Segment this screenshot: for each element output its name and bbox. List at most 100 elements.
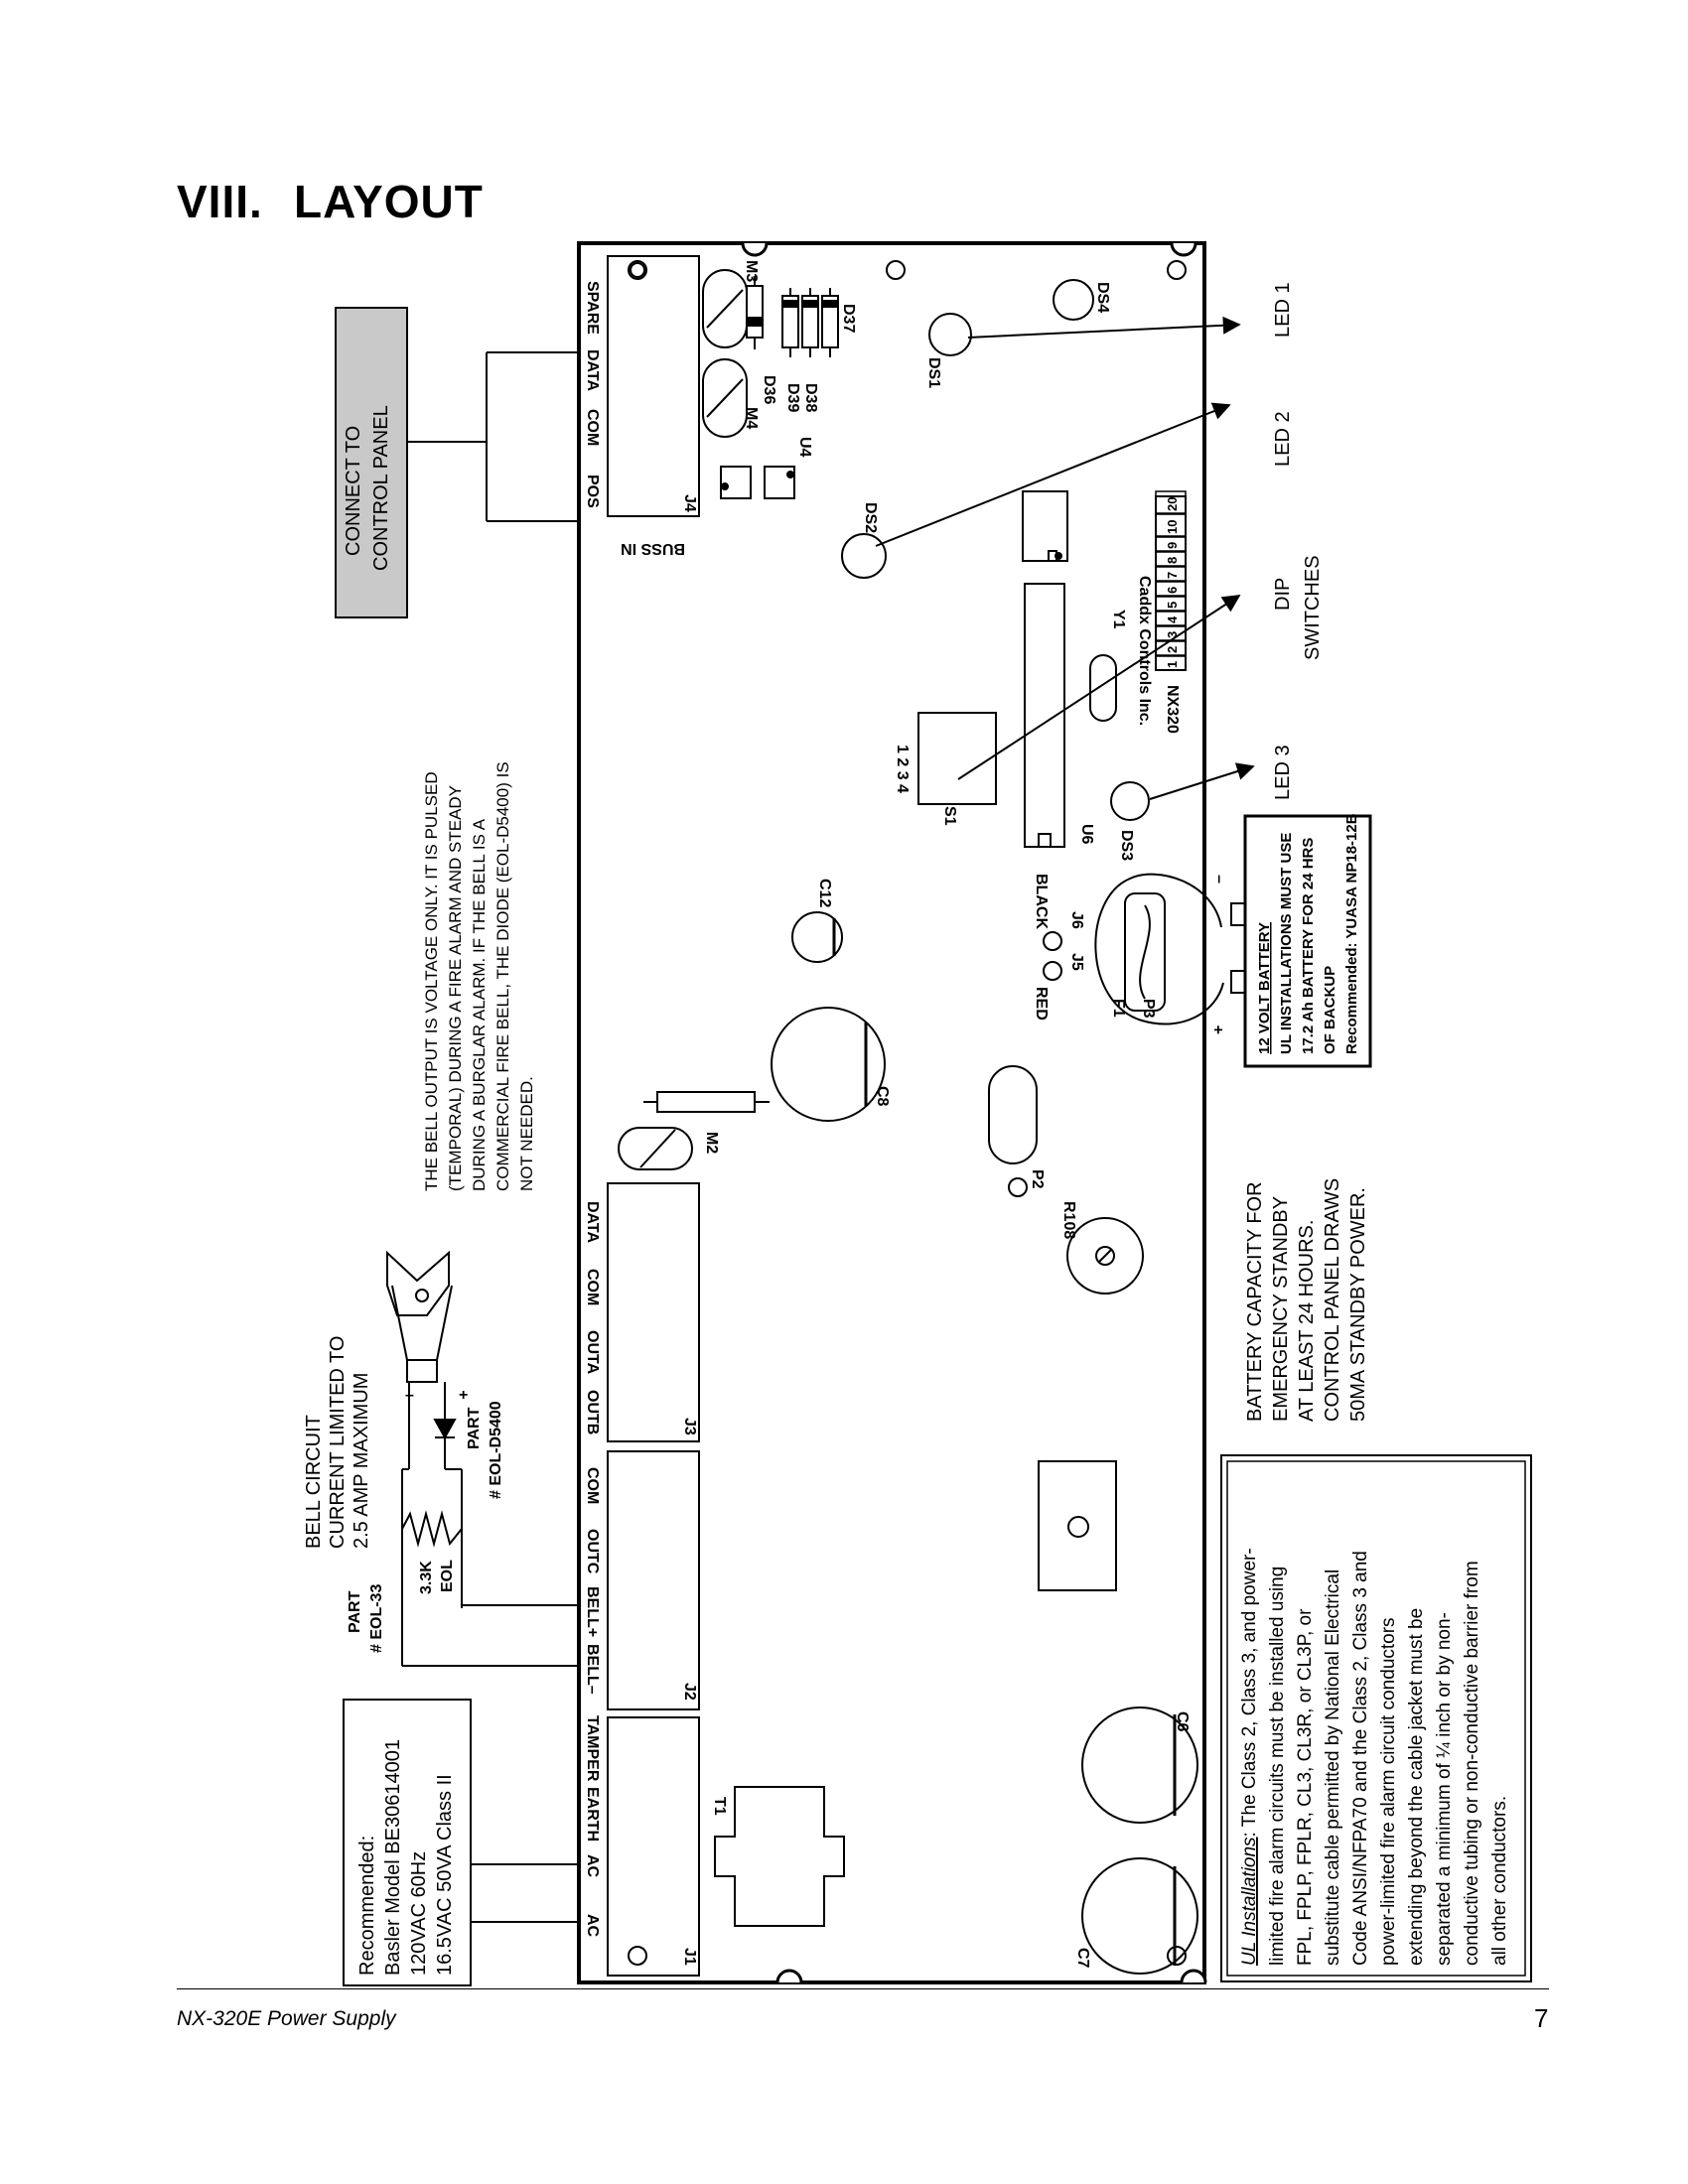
section-number: VIII. (177, 176, 263, 227)
pin-j1-ac2: AC (584, 1914, 601, 1938)
dip-label-line2: SWITCHES (1302, 555, 1324, 660)
recommended-line: 120VAC 60Hz (408, 1851, 430, 1976)
dip-switch-number: 20 (1165, 497, 1180, 511)
board-components (618, 269, 1224, 1975)
dip-switch-cell (1155, 536, 1187, 552)
pin-j2-bell-plus: BELL+ (584, 1586, 601, 1637)
bell-circuit-line: CURRENT LIMITED TO (327, 1336, 349, 1549)
label-p2: P2 (1029, 1169, 1046, 1189)
label-d37: D37 (840, 304, 857, 333)
dip-switch-number: 10 (1165, 520, 1180, 534)
buss-pin-labels: SPARE DATA COM POS BUSS IN J4 (584, 281, 698, 557)
led1-label: LED 1 (1272, 282, 1294, 338)
control-panel-wiring (407, 351, 579, 522)
dip-switch-number: 5 (1165, 602, 1180, 609)
label-m3: M3 (743, 260, 760, 282)
battery-capacity-line: AT LEAST 24 HOURS. (1296, 1220, 1318, 1422)
pin-j3-outa: OUTA (584, 1330, 601, 1375)
bell-note-line: THE BELL OUTPUT IS VOLTAGE ONLY. IT IS P… (422, 771, 441, 1191)
label-ds1: DS1 (925, 357, 942, 388)
part-eol33-line1: PART (347, 1590, 363, 1633)
pin-j2-bell-minus: BELL– (584, 1644, 601, 1695)
battery-box-line: 12 VOLT BATTERY (1256, 922, 1273, 1054)
page-title: VIII. LAYOUT (177, 175, 484, 228)
ul-line: separated a minimum of ¼ inch or by non- (1434, 1612, 1455, 1966)
j2-pin-labels: COM OUTC BELL+ BELL– J2 (584, 1467, 698, 1701)
dip-switch-cell (1155, 490, 1187, 514)
label-s1-pins: 1 2 3 4 (894, 745, 911, 793)
dip-switch-cell (1155, 611, 1187, 626)
label-u4: U4 (796, 437, 813, 458)
battery-capacity-line: BATTERY CAPACITY FOR (1244, 1181, 1266, 1422)
label-black: BLACK (1033, 874, 1050, 929)
bell-note-line: (TEMPORAL) DURING A FIRE ALARM AND STEAD… (446, 785, 465, 1191)
model-label: NX320 (1164, 685, 1181, 734)
battery-box: 12 VOLT BATTERY UL INSTALLATIONS MUST USE… (1230, 813, 1372, 1068)
j1-pin-labels: TAMPER EARTH AC AC J1 (584, 1715, 698, 1966)
label-p3: P3 (1140, 999, 1157, 1019)
led2-label: LED 2 (1272, 411, 1294, 467)
dip-switch-number: 3 (1165, 631, 1180, 638)
pin-pos: POS (584, 475, 601, 508)
recommended-line: Recommended: (356, 1836, 378, 1976)
j4-label: J4 (681, 494, 698, 512)
ac-wiring (471, 1863, 579, 1923)
label-ds4: DS4 (1094, 282, 1111, 313)
footer-doc-title: NX-320E Power Supply (177, 2007, 396, 2030)
bell-note-line: COMMERCIAL FIRE BELL, THE DIODE (EOL-D54… (493, 761, 512, 1191)
ul-line: UL Installations: The Class 2, Class 3, … (1239, 1548, 1260, 1966)
label-f1: F1 (1110, 999, 1127, 1018)
bell-note-line: DURING A BURGLAR ALARM. IF THE BELL IS A (470, 818, 489, 1191)
label-d38: D38 (802, 383, 819, 412)
battery-capacity-line: CONTROL PANEL DRAWS (1322, 1178, 1343, 1422)
pin-spare: SPARE (584, 281, 601, 335)
ul-line: limited fire alarm circuits must be inst… (1267, 1567, 1288, 1966)
dip-switch-cell (1155, 566, 1187, 582)
connect-line2: CONTROL PANEL (370, 405, 392, 571)
dip-switch-number: 8 (1165, 557, 1180, 564)
ul-line: substitute cable permitted by National E… (1323, 1570, 1343, 1966)
bell-circuit-line: BELL CIRCUIT (303, 1415, 325, 1549)
dip-switch-number: 6 (1165, 587, 1180, 594)
bell-plus-sign: + (459, 1387, 468, 1404)
component-labels: M3 M4 D36 D39 D38 D37 U4 DS1 DS4 DS2 DS3… (703, 260, 1191, 1969)
connector-j1 (607, 1716, 700, 1977)
battery-plus: + (1210, 1025, 1227, 1034)
battery-box-line: 17.2 Ah BATTERY FOR 24 HRS (1300, 838, 1317, 1054)
pin-data: DATA (584, 349, 601, 392)
dip-switch-number: 2 (1165, 646, 1180, 653)
buss-in-label: BUSS IN (621, 540, 685, 557)
ul-line-text: : The Class 2, Class 3, and power- (1239, 1548, 1260, 1837)
dip-switch-number: 1 (1165, 661, 1180, 668)
battery-box-line: OF BACKUP (1322, 966, 1338, 1054)
connector-j4 (607, 255, 700, 517)
battery-box-line: UL INSTALLATIONS MUST USE (1278, 833, 1295, 1054)
connector-j2 (607, 1450, 700, 1710)
j3-pin-labels: DATA COM OUTA OUTB J3 (584, 1201, 698, 1435)
bell-note-line: NOT NEEDED. (517, 1076, 536, 1191)
section-title: LAYOUT (294, 176, 484, 227)
resistor-label-2: EOL (439, 1560, 456, 1592)
label-s1: S1 (941, 806, 958, 826)
pin-j1-ac1: AC (584, 1854, 601, 1878)
pin-com: COM (584, 409, 601, 446)
ul-heading: UL Installations (1239, 1837, 1260, 1966)
label-c6: C6 (1174, 1711, 1191, 1732)
dip-switch-cell (1155, 551, 1187, 567)
ul-line: power-limited fire alarm circuit conduct… (1378, 1617, 1399, 1966)
company-label: Caddx Controls Inc. (1136, 576, 1153, 726)
dip-switch-cell (1155, 513, 1187, 537)
j1-label: J1 (681, 1948, 698, 1966)
part-eol33-line2: # EOL-33 (368, 1584, 385, 1653)
footer-page-number: 7 (1534, 2003, 1549, 2033)
recommended-line: 16.5VAC 50VA Class II (434, 1774, 456, 1976)
label-m2: M2 (703, 1132, 720, 1154)
label-ds2: DS2 (862, 502, 879, 533)
ul-line: all other conductors. (1489, 1796, 1510, 1966)
label-y1: Y1 (1110, 610, 1127, 629)
